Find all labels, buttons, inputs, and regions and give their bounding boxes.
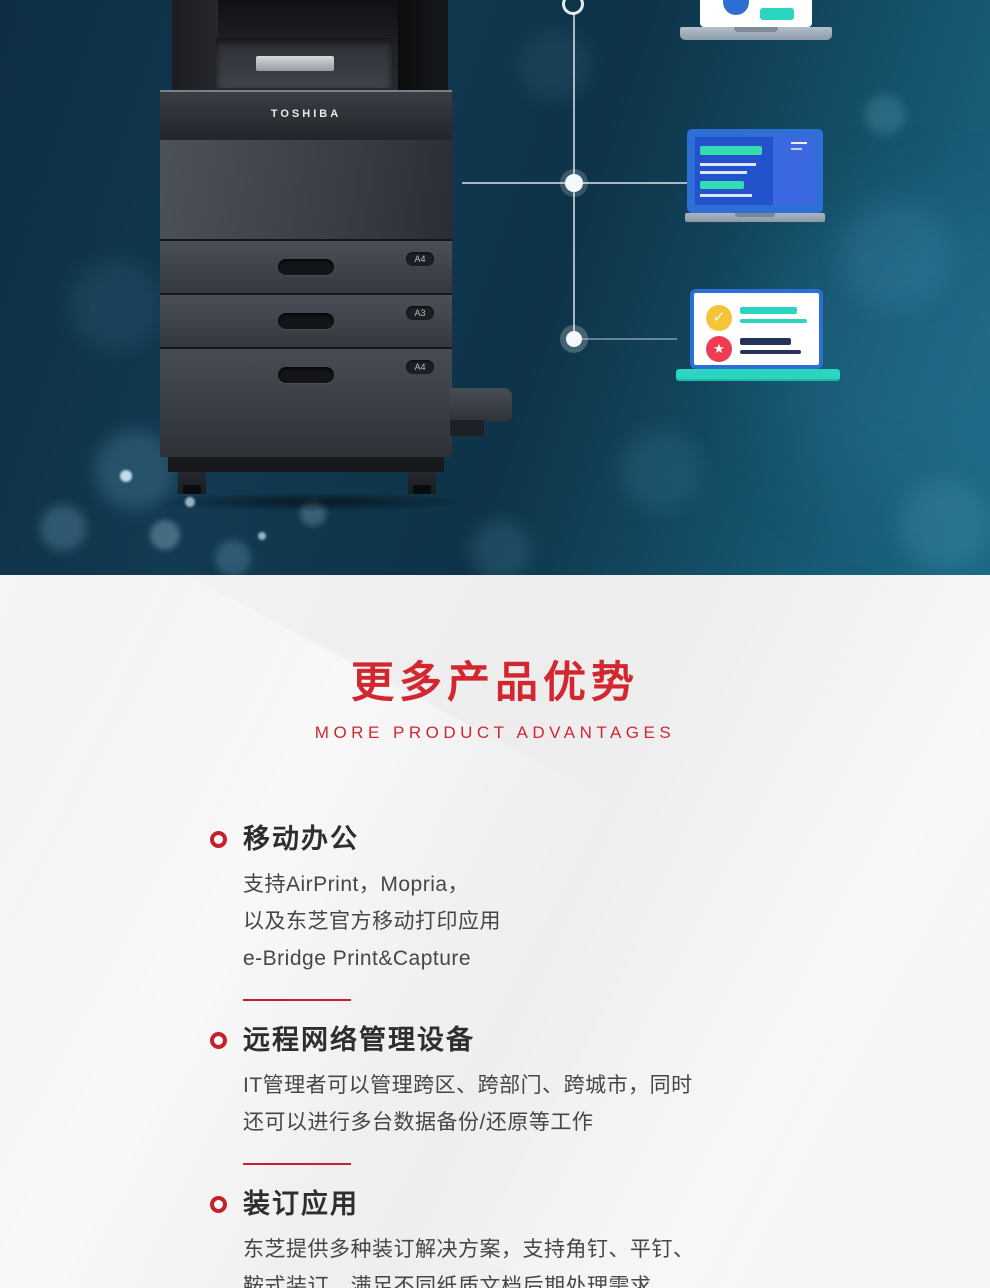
tray-size-label: A3 (406, 306, 434, 320)
bokeh-light (120, 470, 132, 482)
printer-side-support (450, 420, 484, 436)
bokeh-light (520, 30, 590, 100)
printer-plinth (168, 457, 444, 472)
feature-head: 移动办公 (210, 820, 990, 858)
blue-circle-icon (723, 0, 749, 15)
caster-wheel (183, 485, 201, 494)
bokeh-light (620, 430, 700, 510)
connector-node-dot-mid (565, 174, 583, 192)
paper-drawer-3: A4 (160, 347, 452, 457)
dashboard-teal-bar (700, 146, 762, 155)
feature-head: 远程网络管理设备 (210, 1021, 990, 1059)
printer-caster-right (408, 472, 436, 494)
paper-drawer-1: A4 (160, 239, 452, 293)
bokeh-light (900, 480, 990, 570)
feature-head: 装订应用 (210, 1185, 990, 1223)
bokeh-light (258, 532, 266, 540)
tray-size-label: A4 (406, 252, 434, 266)
feature-body: IT管理者可以管理跨区、跨部门、跨城市，同时 还可以进行多台数据备份/还原等工作 (243, 1067, 990, 1141)
feature-item-remote-management: 远程网络管理设备 IT管理者可以管理跨区、跨部门、跨城市，同时 还可以进行多台数… (210, 1021, 990, 1165)
dashboard-laptop-illustration (685, 128, 825, 223)
feature-line: 还可以进行多台数据备份/还原等工作 (243, 1111, 594, 1134)
advantages-section: 更多产品优势 MORE PRODUCT ADVANTAGES 移动办公 支持Ai… (0, 575, 990, 1288)
bokeh-light (150, 520, 180, 550)
feature-line: 支持AirPrint，Mopria， (243, 873, 470, 896)
bullet-icon (210, 830, 227, 848)
feature-heading: 装订应用 (243, 1189, 359, 1219)
checklist-text-line (740, 350, 801, 354)
feature-divider (243, 1163, 351, 1165)
bokeh-light (40, 505, 86, 551)
printer-control-panel: TOSHIBA (160, 90, 452, 140)
laptop-base-notch (735, 213, 775, 217)
dashboard-text-line (700, 171, 747, 174)
feature-heading: 远程网络管理设备 (243, 1025, 475, 1055)
section-subtitle: MORE PRODUCT ADVANTAGES (314, 723, 676, 742)
bokeh-light (865, 95, 905, 135)
bokeh-light (70, 260, 160, 350)
laptop-base (685, 213, 825, 222)
feature-item-binding: 装订应用 东芝提供多种装订解决方案，支持角钉、平钉、 鞍式装订，满足不同纸质文档… (210, 1185, 990, 1288)
feature-heading: 移动办公 (243, 824, 359, 854)
check-icon: ✓ (706, 305, 732, 331)
dashboard-dash-line (791, 148, 802, 150)
feature-line: IT管理者可以管理跨区、跨部门、跨城市，同时 (243, 1074, 693, 1097)
connector-node-ring-top (562, 0, 584, 15)
connector-node-dot-bottom (566, 331, 582, 347)
dashboard-dash-line (791, 142, 807, 144)
checklist-text-line (740, 307, 797, 314)
printer-side-tray (450, 388, 512, 422)
feature-line: e-Bridge Print&Capture (243, 947, 472, 970)
laptop-top-illustration (680, 0, 832, 42)
bullet-icon (210, 1031, 227, 1049)
bokeh-light (470, 520, 530, 575)
feature-item-mobile-office: 移动办公 支持AirPrint，Mopria， 以及东芝官方移动打印应用 e-B… (210, 820, 990, 1001)
toshiba-logo: TOSHIBA (270, 108, 342, 120)
drawer-handle (278, 313, 334, 329)
tray-size-label: A4 (406, 360, 434, 374)
dashboard-text-line (700, 194, 752, 197)
caster-wheel (413, 485, 431, 494)
feature-list: 移动办公 支持AirPrint，Mopria， 以及东芝官方移动打印应用 e-B… (210, 820, 990, 1288)
bokeh-light (215, 540, 251, 575)
laptop-base (680, 27, 832, 40)
feature-line: 东芝提供多种装订解决方案，支持角钉、平钉、 (243, 1238, 695, 1261)
dashboard-text-line (700, 163, 756, 166)
drawer-handle (278, 259, 334, 275)
feature-line: 以及东芝官方移动打印应用 (243, 910, 501, 933)
paper-drawer-2: A3 (160, 293, 452, 347)
dashboard-teal-bar (700, 181, 744, 189)
printer-caster-left (178, 472, 206, 494)
section-title: 更多产品优势 (351, 659, 639, 707)
feature-line: 鞍式装订，满足不同纸质文档后期处理需求 (243, 1275, 652, 1288)
section-header: 更多产品优势 MORE PRODUCT ADVANTAGES (0, 575, 990, 744)
laptop-screen (700, 0, 812, 27)
printer-main-body (160, 140, 452, 239)
checklist-text-line (740, 338, 791, 345)
printer-adf-left-panel (172, 0, 218, 90)
connector-horizontal-line-bottom (582, 338, 677, 340)
printer-output-tray (256, 56, 334, 71)
feature-body: 支持AirPrint，Mopria， 以及东芝官方移动打印应用 e-Bridge… (243, 866, 990, 977)
teal-chip-icon (760, 8, 794, 20)
printer-right-tower (398, 0, 448, 90)
bullet-icon (210, 1195, 227, 1213)
bokeh-light (840, 200, 950, 310)
drawer-handle (278, 367, 334, 383)
hero-section: TOSHIBA A4 A3 A4 (0, 0, 990, 575)
laptop-base-notch (734, 27, 778, 32)
printer-shadow (150, 492, 480, 512)
feature-body: 东芝提供多种装订解决方案，支持角钉、平钉、 鞍式装订，满足不同纸质文档后期处理需… (243, 1231, 990, 1288)
star-icon: ★ (706, 336, 732, 362)
feature-divider (243, 999, 351, 1001)
checklist-laptop-illustration: ✓ ★ (676, 288, 840, 383)
laptop-base (676, 369, 840, 381)
checklist-text-line (740, 319, 807, 323)
